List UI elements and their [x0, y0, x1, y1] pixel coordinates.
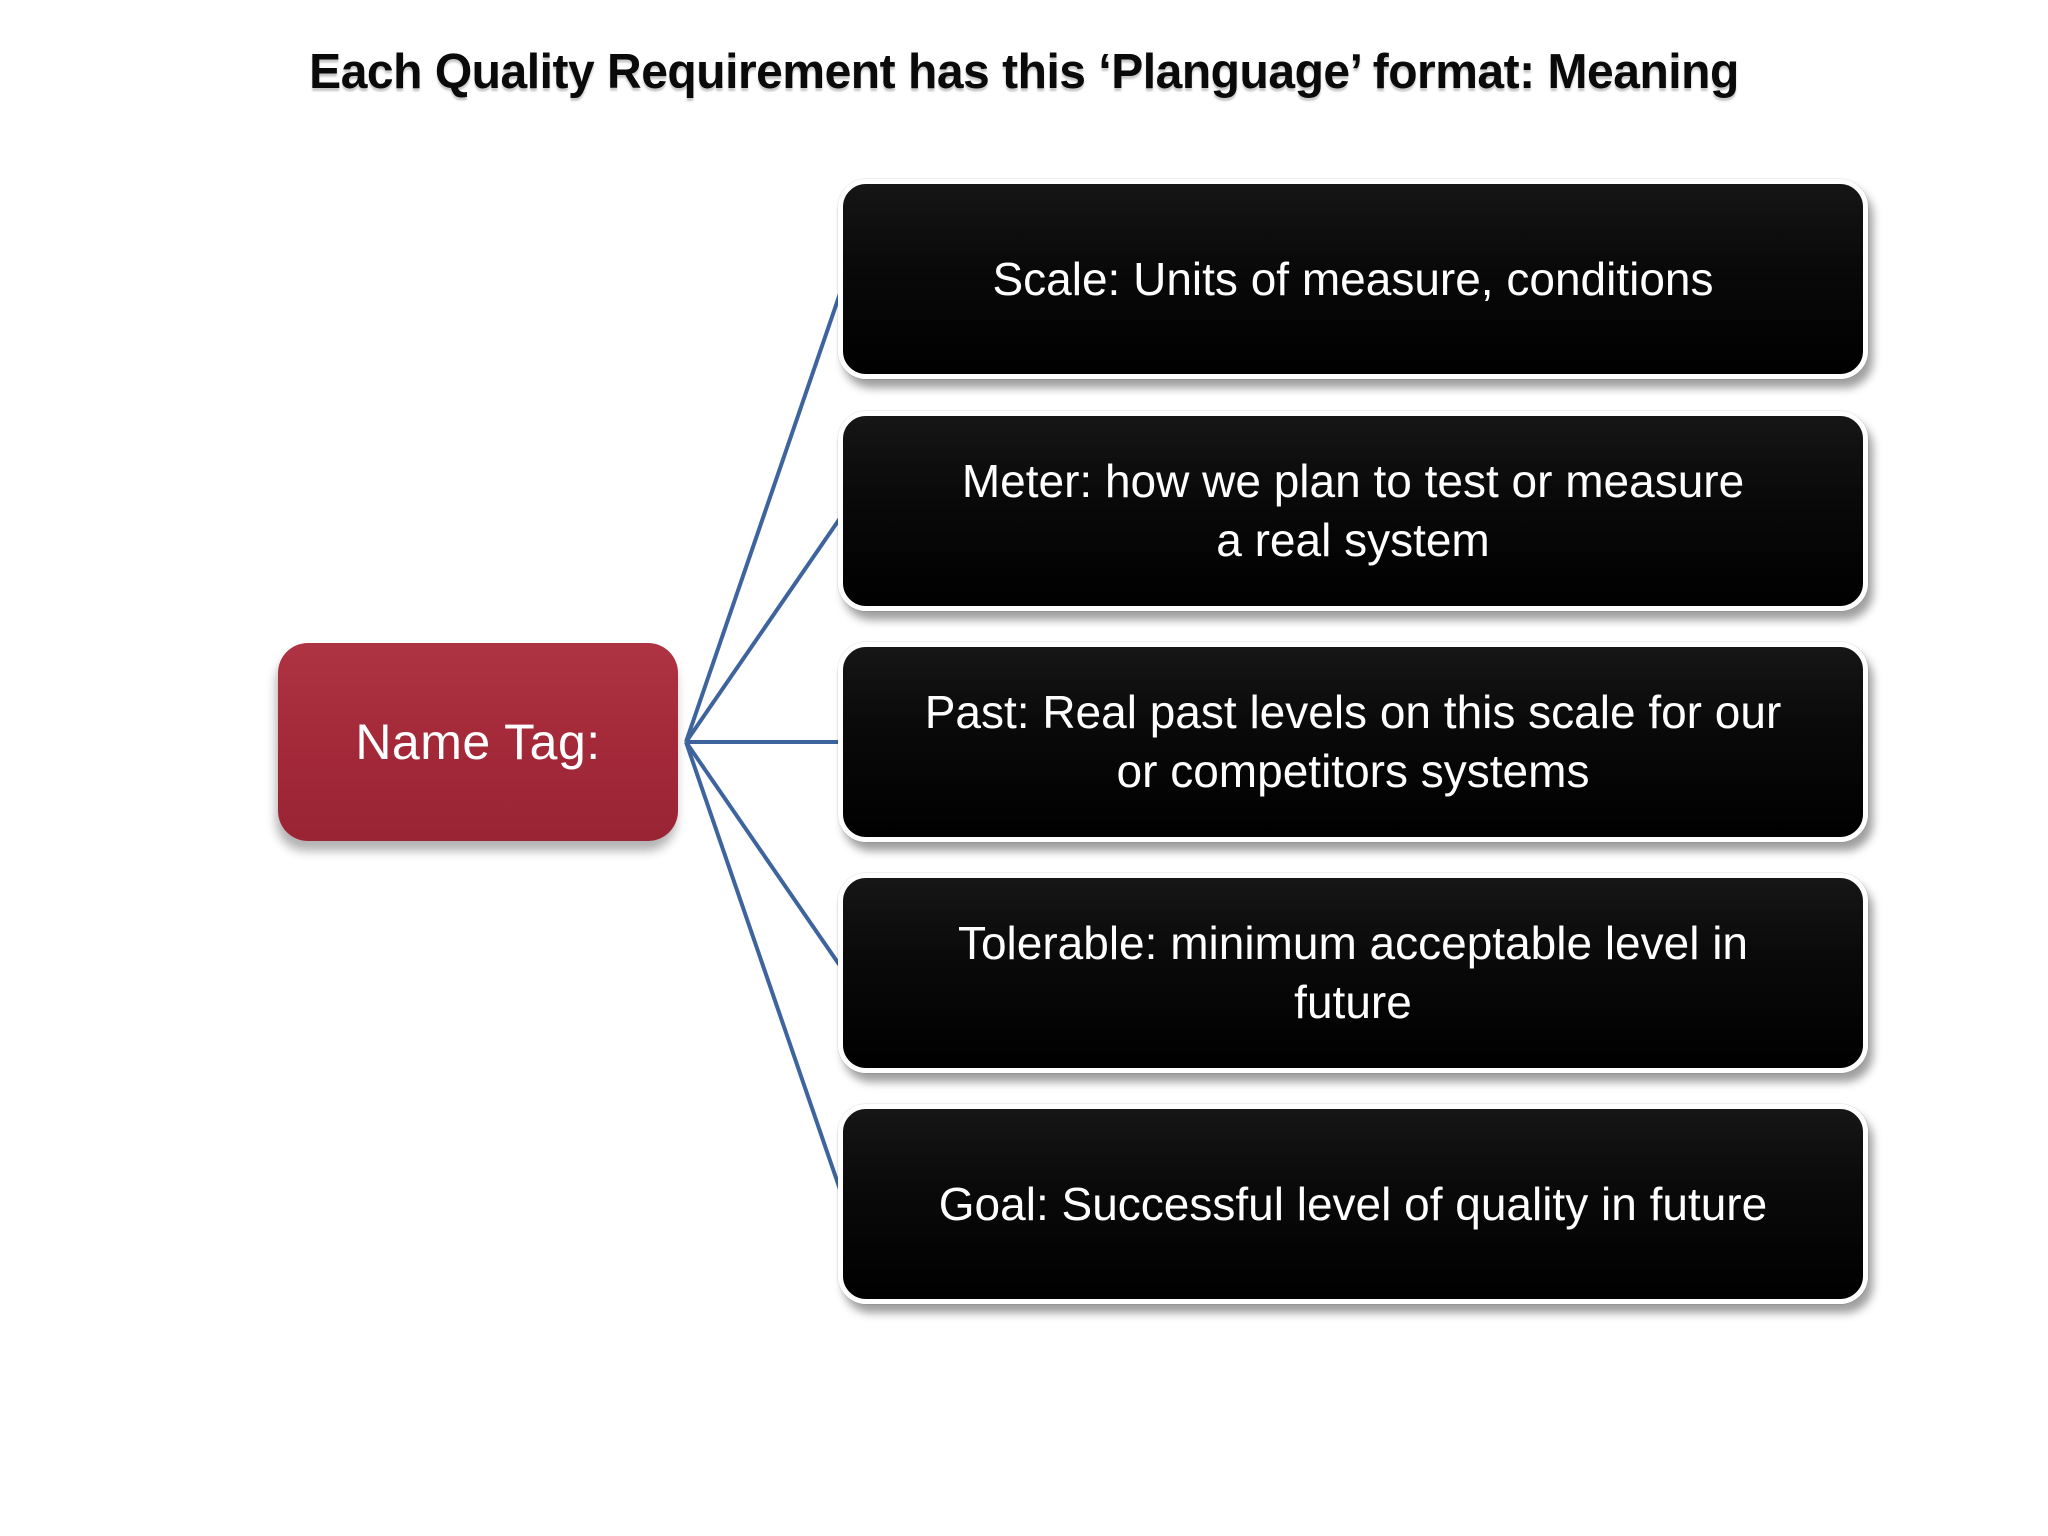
root-node-name-tag: Name Tag:	[278, 643, 678, 841]
connector-line-goal	[684, 741, 847, 1205]
child-node-past-label: Past: Real past levels on this scale for…	[924, 686, 1782, 797]
child-node-meter-label: Meter: how we plan to test or measure a …	[961, 455, 1745, 566]
connector-line-tolerable	[684, 740, 847, 975]
connector-line-scale	[684, 278, 847, 743]
child-node-scale-label: Scale: Units of measure, conditions	[992, 252, 1714, 305]
child-node-meter: Meter: how we plan to test or measure a …	[838, 411, 1868, 611]
child-node-past: Past: Real past levels on this scale for…	[838, 642, 1868, 842]
child-node-tolerable: Tolerable: minimum acceptable level in f…	[838, 873, 1868, 1073]
child-node-goal-label: Goal: Successful level of quality in fut…	[938, 1177, 1768, 1230]
root-node-label: Name Tag:	[355, 714, 601, 770]
child-node-goal: Goal: Successful level of quality in fut…	[838, 1104, 1868, 1304]
child-node-scale: Scale: Units of measure, conditions	[838, 179, 1868, 379]
slide-title: Each Quality Requirement has this ‘Plang…	[309, 45, 1739, 99]
connector-line-meter	[684, 509, 847, 744]
child-node-tolerable-label: Tolerable: minimum acceptable level in f…	[957, 917, 1749, 1028]
